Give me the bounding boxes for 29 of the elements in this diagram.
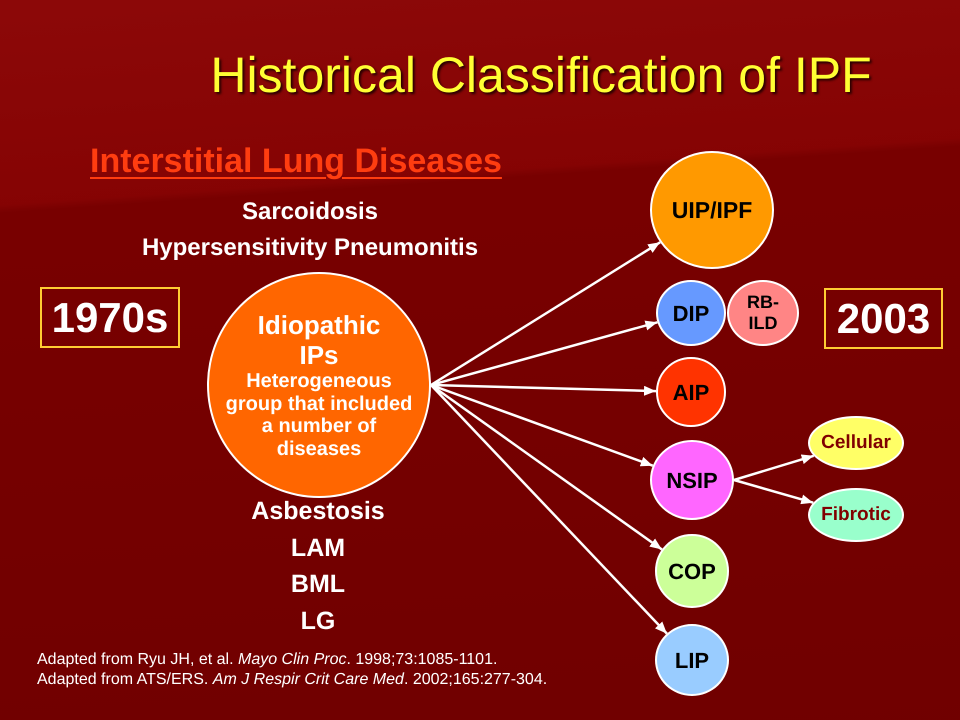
section-heading: Interstitial Lung Diseases bbox=[90, 141, 502, 182]
node-description: Heterogeneous group that included a number of diseases bbox=[224, 370, 414, 460]
year-box bbox=[40, 287, 180, 348]
citation: Adapted from Ryu JH, et al. Mayo Clin Proc. 1998;73:1085-1101. bbox=[37, 650, 498, 669]
disease-name: Asbestosis bbox=[251, 496, 385, 526]
slide-title: Historical Classification of IPF bbox=[210, 46, 872, 104]
disease-name: BML bbox=[290, 569, 346, 599]
node-label: UIP/IPF bbox=[672, 197, 752, 223]
node-label: Fibrotic bbox=[821, 504, 891, 526]
arrow bbox=[734, 478, 814, 504]
node-label: RB-ILD bbox=[746, 292, 780, 334]
arrow bbox=[430, 241, 661, 386]
node-label: NSIP bbox=[666, 468, 718, 492]
arrow bbox=[734, 454, 814, 482]
year-label: 2003 bbox=[836, 294, 930, 342]
node-label: DIP bbox=[672, 300, 710, 326]
node-label: LIP bbox=[674, 648, 710, 672]
node-label: AIP bbox=[672, 380, 710, 404]
arrow bbox=[430, 384, 668, 634]
citation: Adapted from ATS/ERS. Am J Respir Crit Care Med. 2002;165:277-304. bbox=[37, 670, 548, 689]
node-title: Idiopathic IPs bbox=[256, 310, 382, 370]
node-label: COP bbox=[668, 558, 716, 584]
disease-name: LG bbox=[300, 606, 336, 636]
disease-name: LAM bbox=[290, 533, 346, 563]
node-label: Cellular bbox=[821, 432, 891, 454]
year-box bbox=[824, 288, 943, 349]
disease-name: Hypersensitivity Pneumonitis bbox=[142, 233, 478, 262]
year-label: 1970s bbox=[52, 294, 168, 342]
disease-name: Sarcoidosis bbox=[242, 197, 378, 226]
